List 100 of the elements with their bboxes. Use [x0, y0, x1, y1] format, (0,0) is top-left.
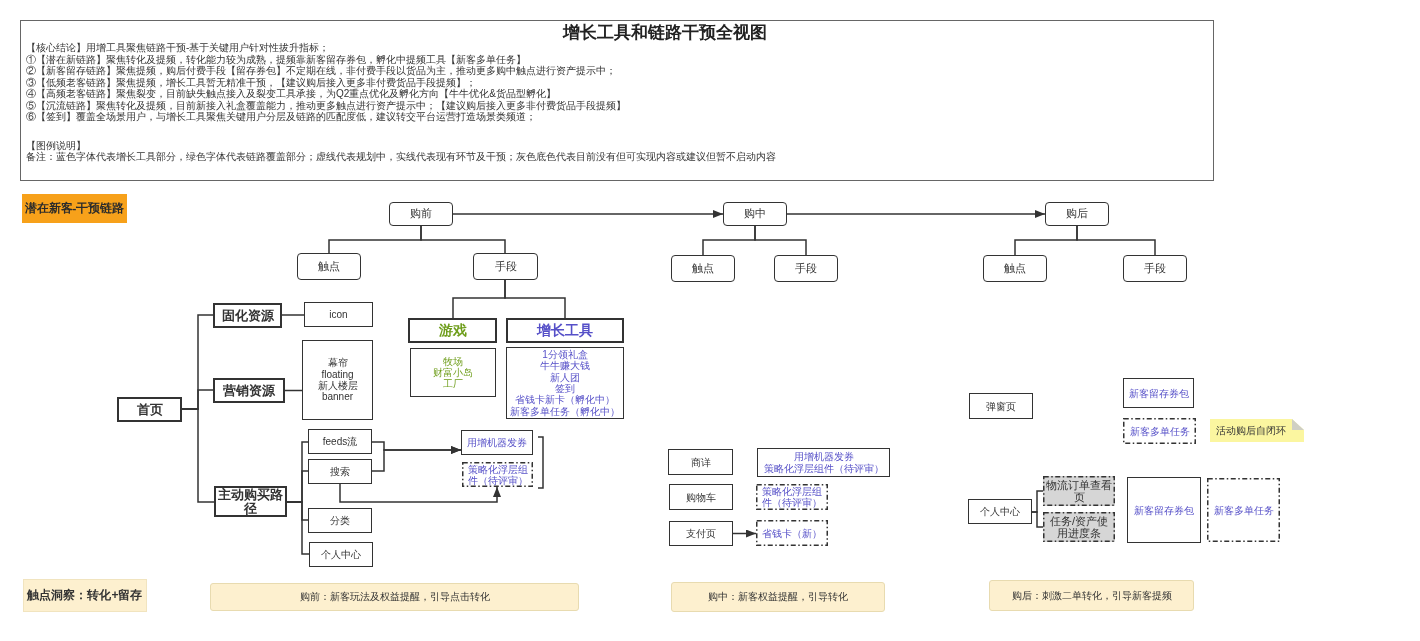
stage-box [671, 255, 735, 282]
arrow [371, 446, 462, 472]
banner-text: 购前：新客玩法及权益提醒，引导点击转化 [299, 590, 490, 604]
item-label: 新客留存券包 [1128, 387, 1189, 399]
item-box [669, 521, 733, 546]
stage-box [297, 253, 361, 280]
list-item: 1分领礼盒 [542, 349, 588, 361]
item-label: feeds流 [322, 436, 358, 447]
summary-line: ②【新客留存链路】聚焦提频，购后付费手段【留存券包】不定期在线，非付费手段以货品为主，推动更多购中触点进行资产提示中； [26, 65, 616, 77]
planned-box [756, 520, 828, 546]
list-item: 新客多单任务（孵化中） [510, 405, 620, 417]
summary-line: ①【潜在新链路】聚焦转化及提频，转化能力较为成熟，提频靠新客留存券包，孵化中提频工具【新客多单任务】 [26, 53, 526, 65]
stage-label: 手段 [494, 259, 517, 274]
stage-box [1045, 202, 1109, 226]
note-text: 活动购后自闭环 [1216, 423, 1286, 438]
item-box [1123, 378, 1194, 408]
banner-text: 购后：刺激二单转化，引导新客提频 [1011, 588, 1172, 603]
sticky-note [1210, 419, 1304, 442]
group-heading-box [408, 318, 497, 343]
list-box [302, 340, 373, 420]
stage-label: 触点 [1004, 261, 1026, 276]
connector-line [754, 225, 807, 256]
planned-box [1207, 478, 1280, 542]
list-item: banner [321, 391, 354, 403]
connector-line [281, 314, 305, 316]
list-item: 牧场 [443, 355, 463, 367]
item-label: 任务/资产使用进度条 [1048, 514, 1110, 540]
list-item: 省钱卡新卡（孵化中） [515, 394, 615, 406]
summary-line: 备注：蓝色字体代表增长工具部分，绿色字体代表链路覆盖部分；虚线代表规划中，实线代表现有环节及干预；灰色底色代表目前没有但可实现内容或建议但暂不启动内容 [26, 151, 776, 163]
list-item: 策略化浮层组件（待评审） [763, 462, 884, 474]
group-heading: 增长工具 [537, 321, 593, 340]
item-label: 物流订单查看页 [1045, 478, 1113, 504]
list-item: 牛牛赚大钱 [540, 360, 590, 372]
stage-box [723, 202, 787, 226]
stage-label: 手段 [1144, 261, 1166, 276]
planned-box [756, 484, 828, 510]
category-label: 固化资源 [221, 308, 274, 323]
category-label: 首页 [136, 402, 163, 417]
item-label: 省钱卡（新） [762, 527, 822, 539]
item-label: 分类 [330, 515, 350, 526]
list-item: floating [321, 368, 354, 380]
stage-label: 购前 [410, 207, 432, 221]
section-tag [22, 194, 127, 223]
item-label: 新客留存券包 [1134, 504, 1194, 516]
summary-banner [671, 582, 885, 612]
arrow [786, 210, 1046, 218]
item-label: 用增机器发券 [467, 437, 527, 448]
arrow [452, 210, 724, 218]
item-label: 策略化浮层组件（待评审） [466, 463, 529, 486]
stage-label: 触点 [692, 261, 714, 276]
list-box [410, 348, 496, 397]
stage-box [983, 255, 1047, 282]
item-label: 个人中心 [980, 506, 1020, 517]
stage-label: 触点 [318, 259, 340, 274]
item-box [1127, 477, 1201, 543]
summary-line: ④【高频老客链路】聚焦裂变，目前缺失触点接入及裂变工具承接，为Q2重点优化及孵化方向【牛牛优化&货品型孵化】 [26, 88, 556, 100]
summary-line: ③【低频老客链路】聚焦提频，增长工具暂无精准干预，【建议购后接入更多非付费货品手段提频】； [26, 76, 476, 88]
stage-box [1123, 255, 1187, 282]
list-item: 新人团 [550, 371, 580, 383]
item-label: 购物车 [686, 491, 716, 503]
item-box [461, 430, 533, 455]
category-label: 主动购买路径 [218, 488, 283, 515]
item-label: 支付页 [686, 528, 716, 539]
banner-text: 购中：新客权益提醒，引导转化 [708, 590, 848, 604]
list-item: 用增机器发券 [793, 451, 854, 463]
summary-banner [210, 583, 579, 611]
item-label: icon [329, 309, 348, 320]
stage-label: 购中 [744, 207, 766, 221]
item-box [669, 484, 733, 510]
arrow [732, 529, 757, 538]
connector-line [1031, 511, 1044, 528]
category-box [213, 303, 282, 328]
stage-box [473, 253, 538, 280]
stage-box [774, 255, 838, 282]
list-item: 财富小岛 [433, 366, 473, 379]
category-box [213, 378, 285, 403]
list-box [757, 448, 890, 477]
item-label: 搜索 [330, 466, 350, 477]
insight-text: 触点洞察：转化+留存 [27, 587, 143, 604]
section-title: 潜在新客-干预链路 [24, 201, 125, 216]
connector-line [504, 279, 566, 319]
category-label: 营销资源 [223, 383, 275, 398]
item-label: 新客多单任务 [1213, 504, 1274, 516]
category-box [117, 397, 182, 422]
item-label: 策略化浮层组件（待评审） [761, 486, 823, 508]
stage-box [389, 202, 453, 226]
item-box [308, 508, 372, 533]
summary-panel [20, 20, 1214, 181]
list-box [506, 347, 624, 419]
list-item: 新人楼层 [317, 380, 358, 392]
insight-tag [23, 579, 147, 612]
item-box [968, 499, 1032, 524]
item-box [668, 449, 733, 475]
stage-label: 购后 [1066, 207, 1088, 221]
list-item: 工厂 [443, 378, 463, 390]
connector-line [1076, 225, 1156, 256]
connector-line [420, 225, 506, 254]
item-box [308, 459, 372, 484]
planned-box [1123, 418, 1196, 444]
item-box [309, 542, 373, 567]
